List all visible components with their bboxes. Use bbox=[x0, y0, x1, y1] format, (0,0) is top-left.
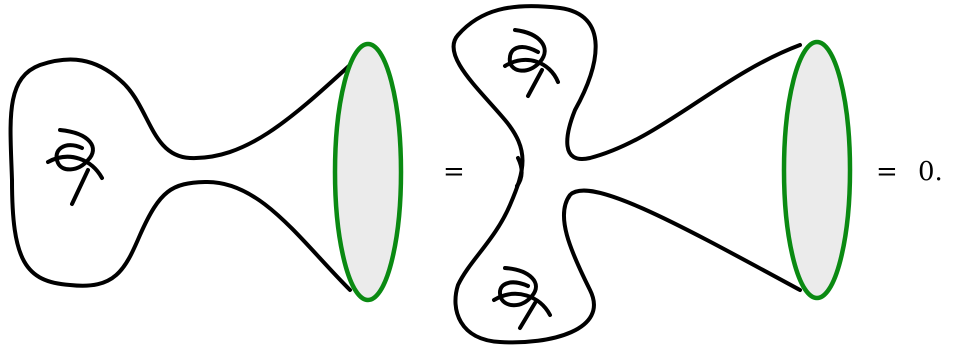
handle-icon bbox=[494, 268, 550, 328]
boundary-circle bbox=[335, 44, 401, 300]
handle-icon bbox=[505, 30, 558, 96]
handle-icon bbox=[48, 130, 102, 204]
boundary-circle bbox=[784, 42, 850, 298]
surface-outline bbox=[453, 6, 800, 342]
surface-genus-two bbox=[453, 6, 850, 342]
surface-outline bbox=[11, 60, 350, 290]
surface-genus-one bbox=[11, 44, 401, 300]
equals-sign-1: = bbox=[443, 157, 465, 187]
result-zero: 0. bbox=[918, 157, 943, 187]
equals-sign-2: = bbox=[876, 157, 898, 187]
